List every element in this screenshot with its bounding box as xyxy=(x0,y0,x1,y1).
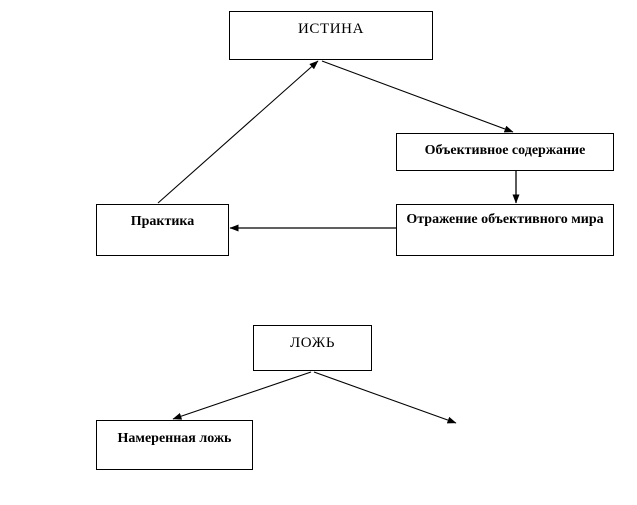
node-lie[interactable]: ЛОЖЬ xyxy=(253,325,372,371)
edge-istina-to-obj-soderzhanie xyxy=(321,60,514,133)
node-istina-label: ИСТИНА xyxy=(297,21,365,37)
edge-lozh-to-unlabeled xyxy=(313,371,457,424)
edge-praktika-to-istina xyxy=(157,60,319,204)
node-reflection-of-objective-world-label: Отражение объективного мира xyxy=(406,212,604,227)
edge-lozh-to-namerennaya-lozh xyxy=(172,371,312,420)
node-lie-label: ЛОЖЬ xyxy=(289,335,336,351)
node-practice-label: Практика xyxy=(130,214,195,229)
node-intentional-lie[interactable]: Намеренная ложь xyxy=(96,420,253,470)
node-practice[interactable]: Практика xyxy=(96,204,229,256)
node-objective-content-label: Объективное содержание xyxy=(424,143,586,158)
node-reflection-of-objective-world[interactable]: Отражение объективного мира xyxy=(396,204,614,256)
node-objective-content[interactable]: Объективное содержание xyxy=(396,133,614,171)
node-istina[interactable]: ИСТИНА xyxy=(229,11,433,60)
node-intentional-lie-label: Намеренная ложь xyxy=(117,431,232,446)
